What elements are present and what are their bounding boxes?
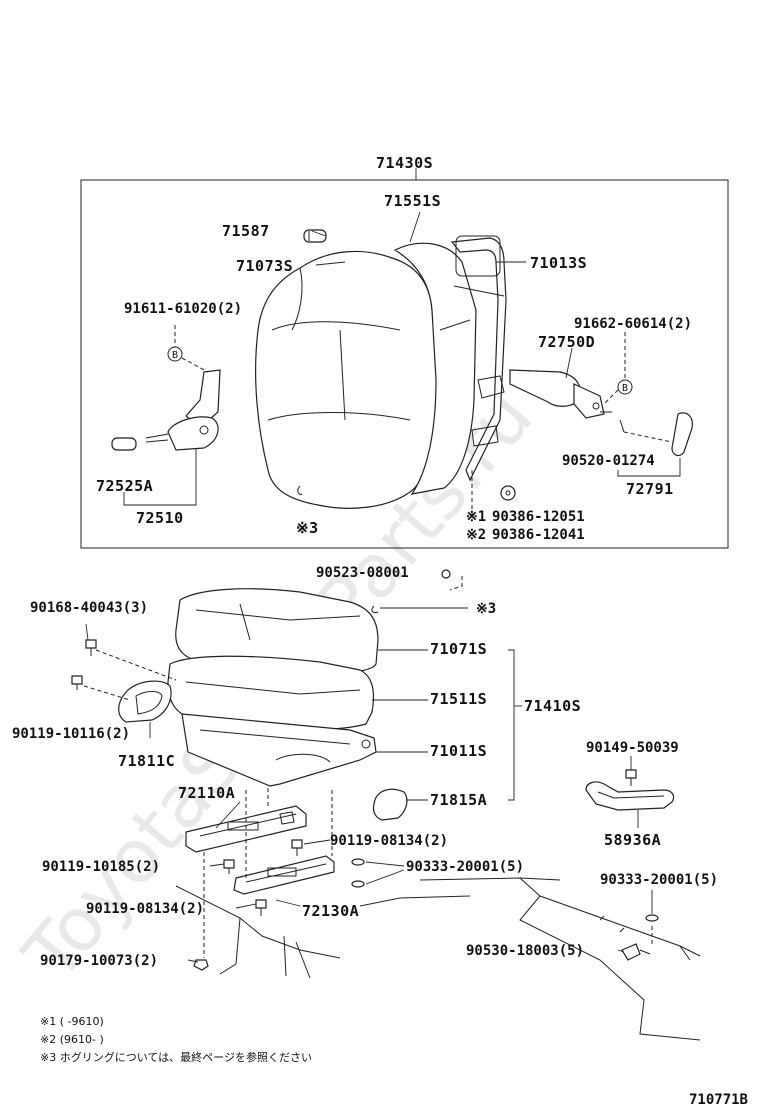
plug-90333-c: [645, 914, 659, 922]
bolt-90168: [85, 639, 97, 656]
leader-90168: [85, 623, 89, 641]
label-90179-10073: 90179-10073(2): [40, 953, 158, 969]
label-71011S: 71011S: [430, 742, 487, 760]
leader-72110A: [215, 801, 241, 829]
dash-90520: [623, 431, 673, 443]
dash-91662: [603, 389, 619, 405]
dash-90168: [95, 649, 177, 681]
pin-90523: [441, 569, 451, 579]
footnote-2: ※2 (9610- ): [40, 1033, 104, 1046]
seatback-assembly-frame: [80, 179, 729, 549]
leader-90530: [617, 949, 625, 953]
label-90149-50039: 90149-50039: [586, 740, 679, 756]
label-72510: 72510: [136, 509, 184, 527]
label-71073S: 71073S: [236, 257, 293, 275]
leader-71073S: [315, 261, 346, 266]
plug-90333-a: [351, 858, 365, 866]
diagram-id: 710771B: [689, 1092, 748, 1108]
bolt-90119-10116: [71, 675, 83, 690]
recliner-drawing: [509, 369, 612, 419]
bolt-marker-left: B: [167, 346, 183, 362]
label-71511S: 71511S: [430, 690, 487, 708]
seatback-frame-drawing: [450, 235, 507, 482]
label-71587: 71587: [222, 222, 270, 240]
nut-90179: [193, 959, 209, 971]
washer-drawing: [500, 485, 516, 501]
bracket-71410S: [508, 649, 515, 801]
label-72110A: 72110A: [178, 784, 235, 802]
leader-90119b: [303, 839, 331, 845]
leader-71551S: [409, 211, 421, 243]
leader-71587: [311, 230, 327, 237]
seat-frame-drawing: [181, 713, 377, 787]
label-90386-12051: 90386-12051: [492, 509, 585, 525]
label-90119-08134-b: 90119-08134(2): [86, 901, 204, 917]
handle-drawing: [585, 756, 675, 828]
dash-90119a: [83, 685, 131, 701]
bolt-90530: [621, 943, 651, 961]
svg-text:B: B: [622, 383, 628, 394]
leader-90119c: [209, 863, 225, 867]
label-90333-20001-b: 90333-20001(5): [600, 872, 718, 888]
label-90386-12041: 90386-12041: [492, 527, 585, 543]
bolt-90149: [625, 769, 637, 786]
bracket-72510: [123, 448, 197, 506]
label-71071S: 71071S: [430, 640, 487, 658]
label-72525A: 72525A: [96, 477, 153, 495]
seatback-pad-drawing: [393, 242, 477, 495]
label-90119-10185: 90119-10185(2): [42, 859, 160, 875]
hog-ring-icon-2: [371, 605, 379, 613]
label-71013S: 71013S: [530, 254, 587, 272]
label-72750D: 72750D: [538, 333, 595, 351]
ref-mark-1: ※1: [466, 509, 486, 525]
leader-90333a: [365, 861, 405, 867]
label-90523-08001: 90523-08001: [316, 565, 409, 581]
hog-ring-icon: [297, 485, 303, 495]
label-90119-08134-a: 90119-08134(2): [330, 833, 448, 849]
bolt-90119-08134-a: [291, 839, 303, 856]
label-71551S: 71551S: [384, 192, 441, 210]
seat-track-right-drawing: [233, 855, 335, 895]
label-90168-40043: 90168-40043(3): [30, 600, 148, 616]
leader-90333a2: [365, 869, 405, 885]
label-71410S: 71410S: [524, 697, 581, 715]
label-91662-60614: 91662-60614(2): [574, 316, 692, 332]
dash-91611: [181, 357, 209, 373]
leader-90119d: [235, 903, 257, 909]
label-90520-01274: 90520-01274: [562, 453, 655, 469]
ref-mark-3a: ※3: [296, 519, 319, 537]
label-72791: 72791: [626, 480, 674, 498]
plug-90333-b: [351, 880, 365, 888]
leader-90179: [187, 959, 199, 963]
leader-72750D: [565, 347, 573, 379]
footnote-3: ※3 ホグリングについては、最終ページを参照ください: [40, 1050, 312, 1064]
cap-drawing: [372, 788, 408, 821]
leader-72130A: [275, 899, 301, 907]
label-71430S: 71430S: [376, 154, 433, 172]
recliner-cover-drawing: [111, 369, 221, 451]
label-58936A: 58936A: [604, 831, 661, 849]
bolt-marker-right: B: [617, 379, 633, 395]
floor-panel-drawing: [175, 877, 701, 1041]
svg-text:B: B: [172, 350, 178, 361]
ref-mark-3b: ※3: [476, 601, 496, 617]
label-71811C: 71811C: [118, 752, 175, 770]
side-cover-drawing: [118, 680, 172, 723]
leader-72791: [617, 458, 681, 477]
label-90530-18003: 90530-18003(5): [466, 943, 584, 959]
label-72130A: 72130A: [302, 902, 359, 920]
bolt-90119-10185: [223, 859, 235, 874]
seatback-cushion-drawing: [255, 250, 439, 509]
label-90333-20001-a: 90333-20001(5): [406, 859, 524, 875]
footnote-1: ※1 ( -9610): [40, 1015, 104, 1028]
ref-mark-2: ※2: [466, 527, 486, 543]
label-91611-61020: 91611-61020(2): [124, 301, 242, 317]
bolt-90119-08134-b: [255, 899, 267, 916]
label-90119-10116: 90119-10116(2): [12, 726, 130, 742]
dash-90523: [449, 576, 463, 591]
label-71815A: 71815A: [430, 791, 487, 809]
knob-drawing: [619, 412, 693, 457]
